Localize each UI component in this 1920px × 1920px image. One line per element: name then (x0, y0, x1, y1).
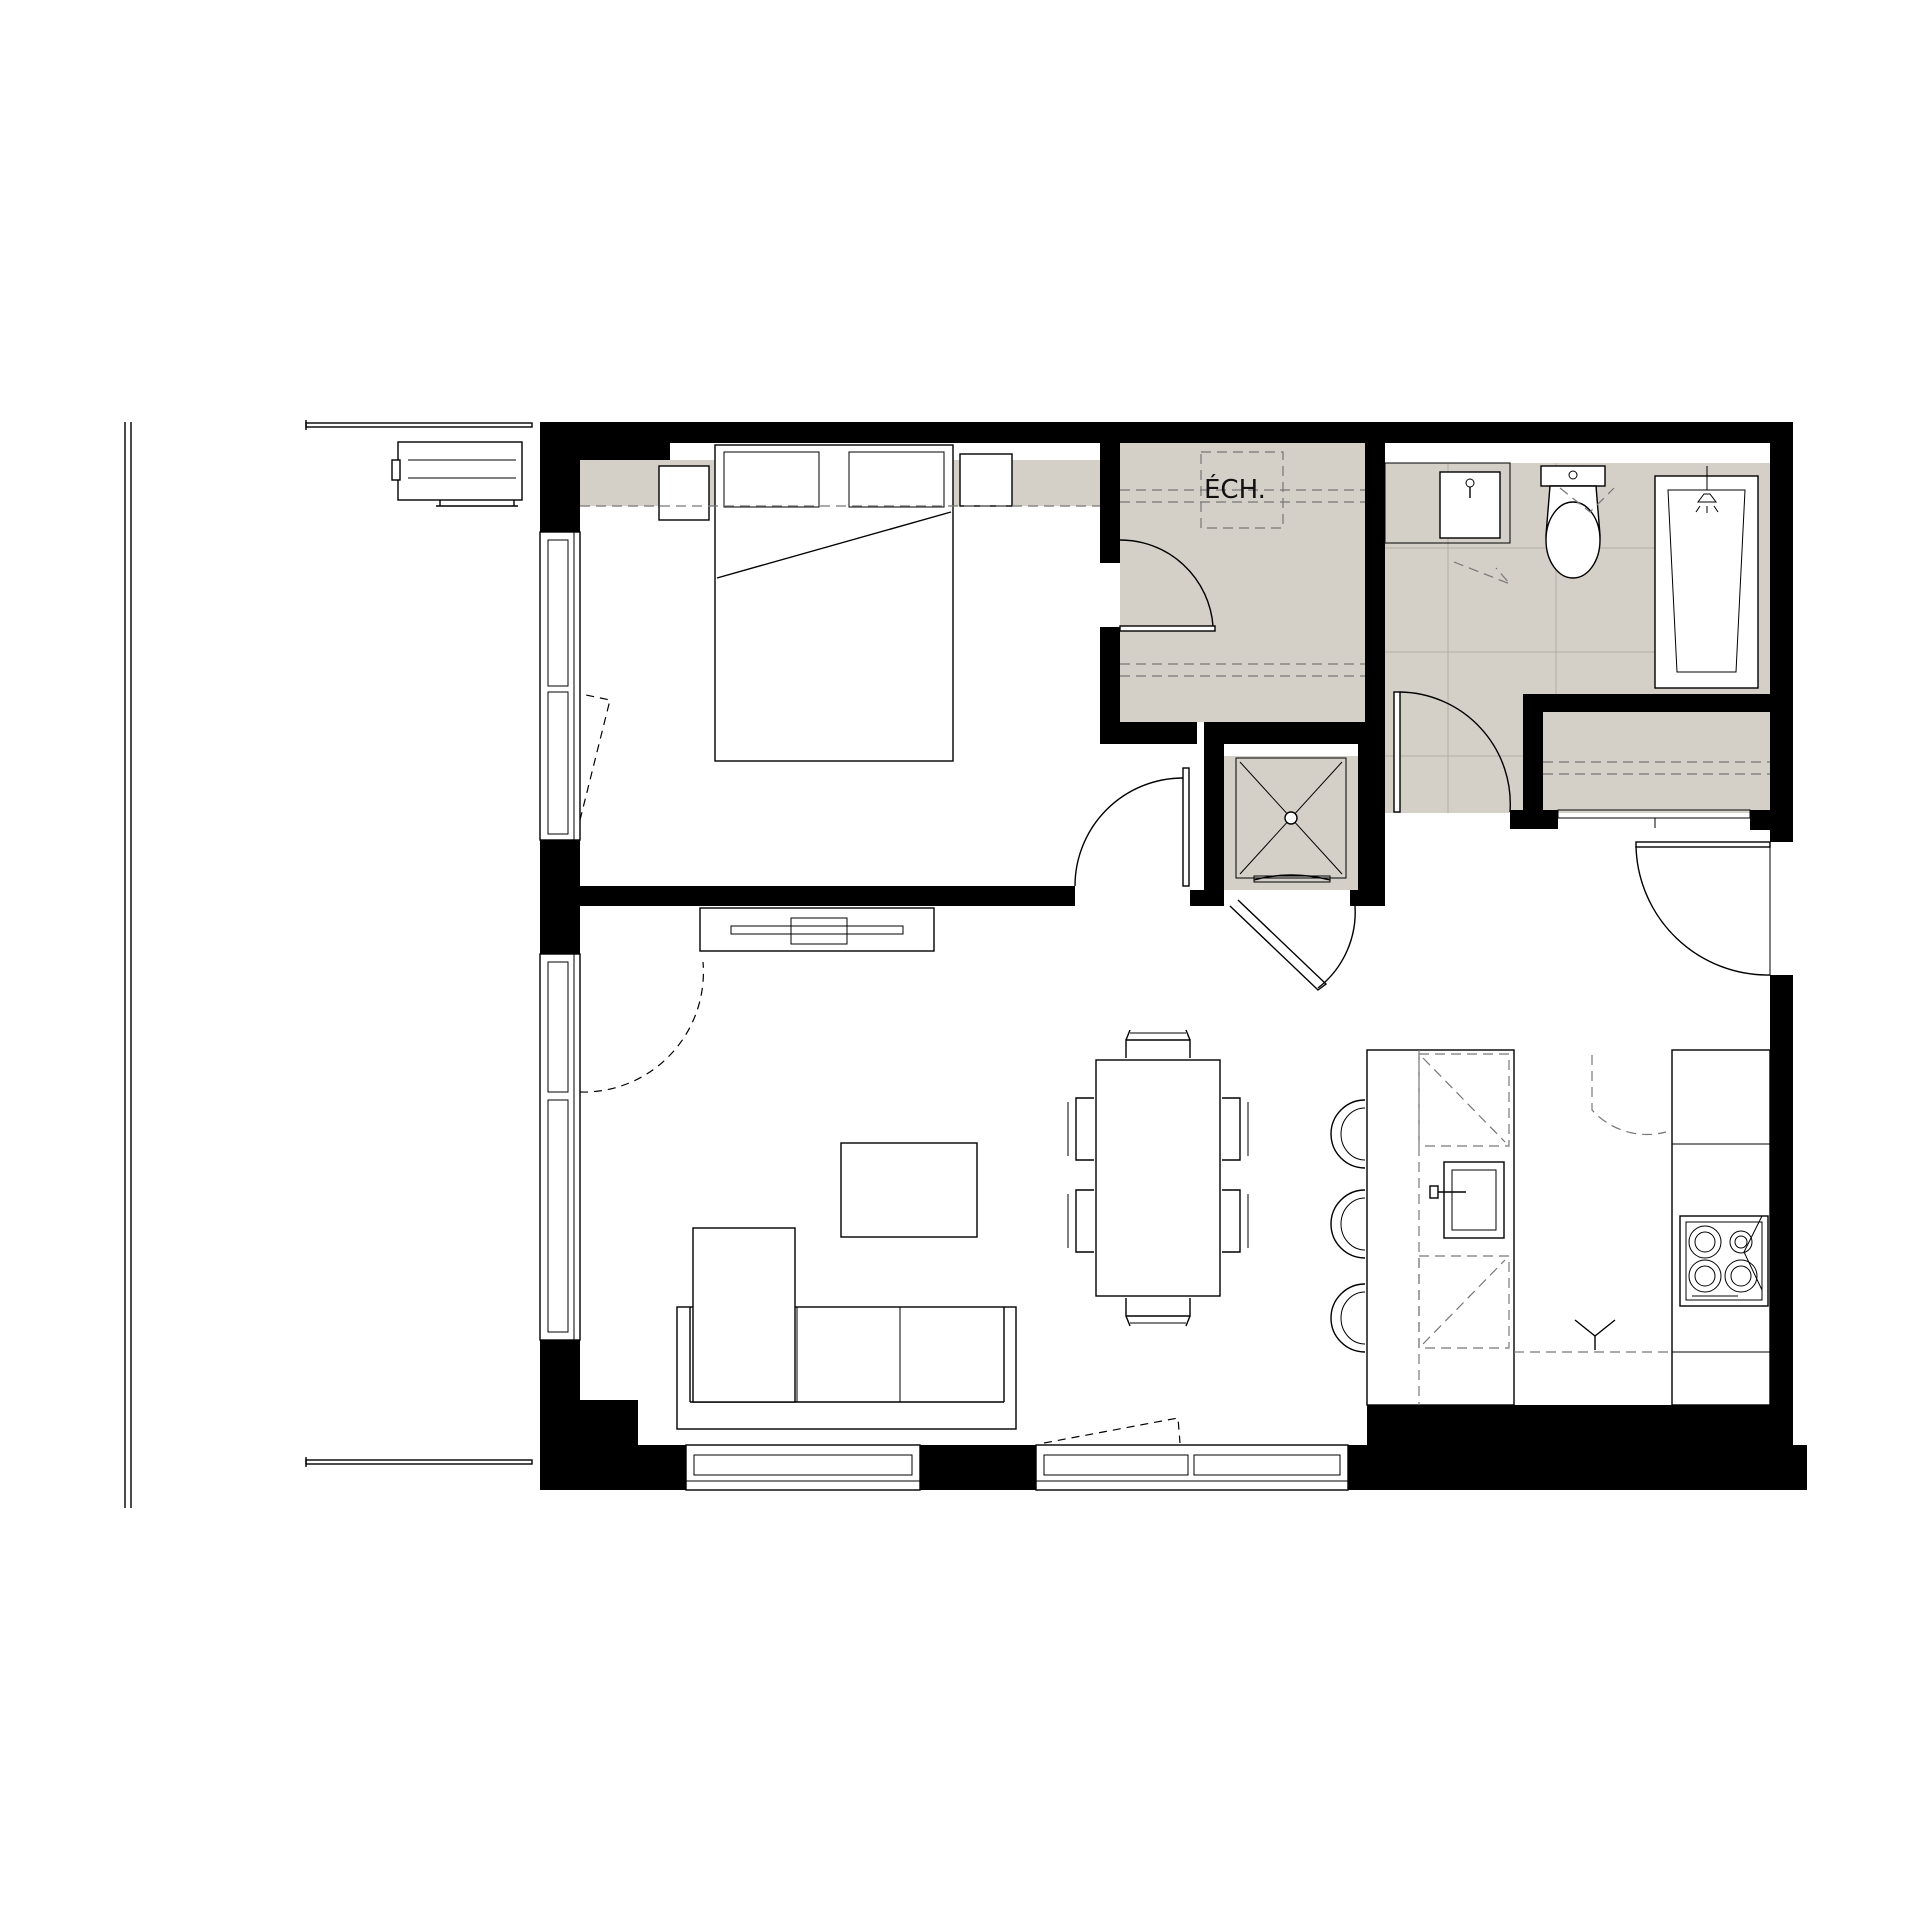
outdoor-ac-unit (391, 441, 523, 507)
dining-set (1067, 1029, 1249, 1327)
vanity-sink (1384, 462, 1511, 544)
bathroom (1384, 462, 1759, 689)
floor-drain-icon (1284, 811, 1298, 825)
toilet (1540, 465, 1606, 579)
wardrobe (1543, 761, 1770, 828)
kitchen-sink (1429, 1161, 1505, 1239)
burner-icon (1724, 1259, 1758, 1293)
coffee-table (840, 1142, 978, 1238)
tv-console (699, 907, 935, 952)
bed (714, 444, 954, 762)
balcony (124, 420, 533, 1508)
bedroom-furniture (580, 444, 1100, 762)
burner-icon (1688, 1259, 1722, 1293)
utility-room (1235, 757, 1347, 883)
windows (539, 531, 1771, 1491)
kitchen-counter (1514, 1049, 1771, 1406)
sofa-chaise (692, 1227, 796, 1403)
doors (579, 539, 1771, 1444)
dining-table (1095, 1059, 1221, 1297)
walls (540, 422, 1807, 1490)
nightstand-left (658, 465, 710, 521)
living-room (676, 907, 1249, 1430)
bathtub (1654, 466, 1759, 689)
burner-icon (1688, 1225, 1722, 1259)
nightstand-right (959, 453, 1013, 507)
kitchen-island (1330, 1049, 1515, 1406)
closet-label: ÉCH. (1204, 473, 1266, 505)
cooktop (1679, 1215, 1769, 1307)
closet: ÉCH. (1120, 451, 1365, 677)
sofa (676, 1227, 1017, 1430)
burner-icon (1729, 1230, 1753, 1254)
kitchen (1330, 1049, 1771, 1406)
